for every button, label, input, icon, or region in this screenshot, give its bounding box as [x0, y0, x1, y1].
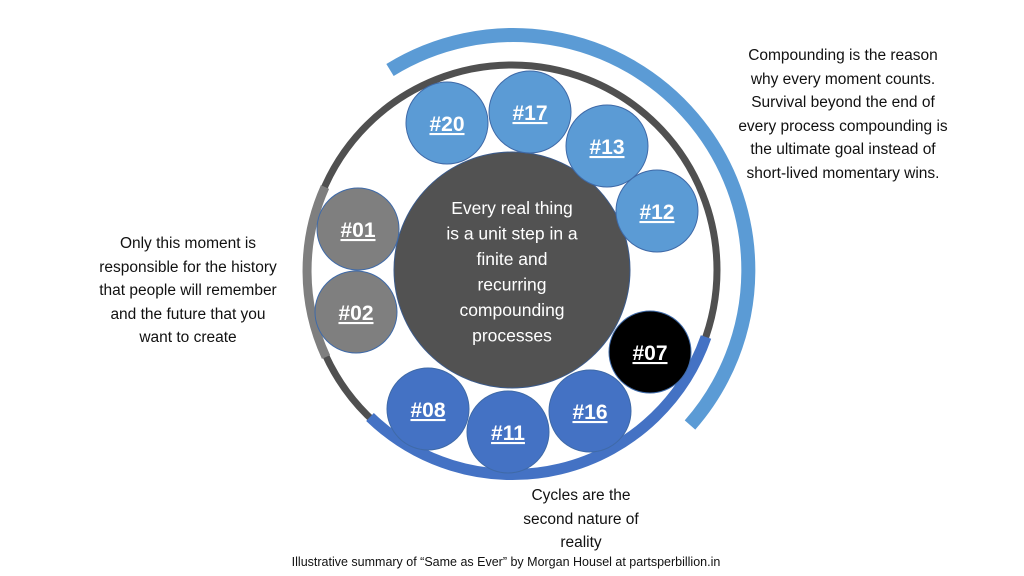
note-moment: Only this moment is responsible for the h…	[60, 232, 316, 350]
outer-light-blue-arc	[386, 28, 756, 430]
center-text-line: is a unit step in a	[446, 224, 578, 244]
node-08: #08	[386, 367, 470, 451]
node-circle	[316, 187, 400, 271]
bottom-blue-arc	[366, 335, 712, 480]
left-gray-arc	[302, 185, 331, 359]
node-label: #13	[589, 136, 624, 159]
note-line: Only this moment is	[119, 235, 257, 252]
node-circle	[565, 104, 649, 188]
center-text-line: Every real thing	[451, 198, 573, 218]
note-line: Cycles are the	[531, 487, 631, 504]
node-01: #01	[316, 187, 400, 271]
node-circle	[386, 367, 470, 451]
note-line: reality	[560, 534, 602, 551]
note-line: the ultimate goal instead of	[750, 141, 936, 158]
node-16: #16	[548, 369, 632, 453]
node-label: #12	[639, 201, 674, 224]
note-cycles: Cycles are the second nature of reality	[480, 484, 682, 555]
note-line: and the future that you	[110, 305, 266, 323]
node-11: #11	[466, 390, 550, 474]
node-label: #11	[491, 422, 525, 445]
node-circle	[405, 81, 489, 165]
node-circle	[548, 369, 632, 453]
node-07: #07	[608, 310, 692, 394]
center-text: Every real thing is a unit step in a finit…	[446, 198, 578, 346]
node-circle	[488, 70, 572, 154]
node-02: #02	[314, 270, 398, 354]
note-line: short-lived momentary wins.	[746, 164, 940, 182]
node-label: #01	[340, 219, 375, 242]
note-line: that people will remember	[99, 282, 277, 299]
node-circle	[466, 390, 550, 474]
node-17: #17	[488, 70, 572, 154]
node-label: #02	[338, 302, 373, 325]
note-compounding: Compounding is the reason why every momen…	[700, 44, 986, 185]
note-line: why every moment counts.	[750, 70, 936, 88]
center-text-line: recurring	[477, 275, 546, 295]
node-circle	[314, 270, 398, 354]
node-circle	[615, 169, 699, 253]
caption: Illustrative summary of “Same as Ever” b…	[291, 555, 721, 569]
node-label: #17	[512, 102, 547, 125]
note-line: want to create	[139, 329, 237, 346]
center-text-line: processes	[472, 326, 552, 346]
node-label: #08	[410, 399, 445, 422]
note-line: second nature of	[523, 510, 639, 528]
center-circle	[393, 151, 631, 389]
note-line: Survival beyond the end of	[751, 94, 935, 111]
node-12: #12	[615, 169, 699, 253]
node-label: #16	[572, 401, 607, 424]
node-13: #13	[565, 104, 649, 188]
note-line: every process compounding is	[738, 117, 948, 135]
node-20: #20	[405, 81, 489, 165]
node-circle	[608, 310, 692, 394]
node-label: #20	[429, 113, 464, 136]
center-text-line: compounding	[459, 300, 564, 320]
node-label: #07	[632, 342, 667, 365]
center-text-line: finite and	[476, 249, 547, 269]
note-line: Compounding is the reason	[748, 47, 938, 64]
note-line: responsible for the history	[99, 258, 277, 276]
